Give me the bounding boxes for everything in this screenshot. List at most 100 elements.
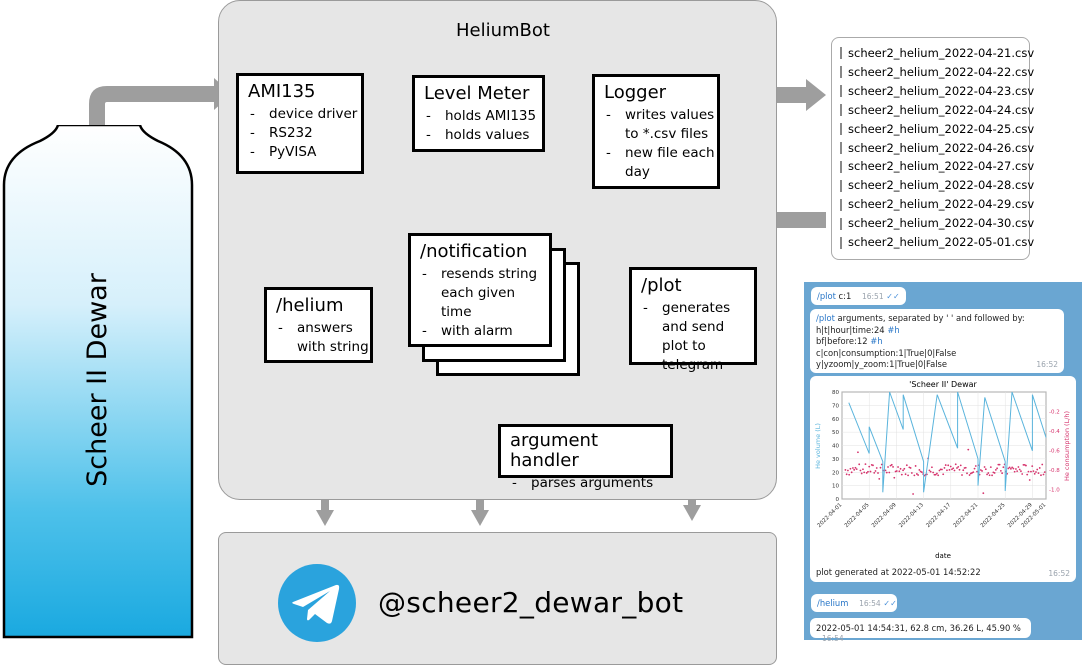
chat-message-plot-c1: /plot c:1 16:51 ✓✓ xyxy=(811,287,906,305)
chat-hashtag[interactable]: #h xyxy=(887,324,900,335)
chart-consumption-point xyxy=(989,466,992,469)
logger-item: writes values to *.csv files xyxy=(604,106,717,144)
argument-handler-box: argument handler parses arguments xyxy=(498,424,673,493)
chart-consumption-point xyxy=(884,469,887,472)
chart-consumption-point xyxy=(928,469,931,472)
chart-consumption-point xyxy=(900,473,903,476)
csv-file-row: scheer2_helium_2022-04-21.csv xyxy=(840,44,1034,63)
chart-consumption-point xyxy=(915,473,918,475)
chart-consumption-point xyxy=(897,466,899,468)
heliumbot-title: HeliumBot xyxy=(456,20,550,41)
csv-file-name: scheer2_helium_2022-04-24.csv xyxy=(848,102,1035,117)
chart-consumption-point xyxy=(887,466,889,468)
chart-consumption-point xyxy=(910,472,913,474)
chart-consumption-point xyxy=(967,448,970,451)
chart-ytick-label: 0 xyxy=(836,497,840,503)
file-icon xyxy=(840,141,842,154)
chart-consumption-point xyxy=(858,463,861,466)
file-icon xyxy=(840,47,842,60)
chart-consumption-point xyxy=(920,471,923,474)
chart-consumption-point xyxy=(857,451,859,454)
chart-consumption-point xyxy=(865,472,868,474)
chart-ytick-label: 80 xyxy=(832,390,839,396)
chart-consumption-point xyxy=(1036,468,1039,471)
chart-consumption-point xyxy=(853,468,856,471)
chart-consumption-point xyxy=(1032,470,1035,473)
chart-y2tick-label: -0.8 xyxy=(1049,468,1060,474)
notification-command-item: with alarm xyxy=(420,322,549,341)
chat-reply-text: 2022-05-01 14:54:31, 62.8 cm, 36.26 L, 4… xyxy=(816,623,1021,633)
chat-command-link[interactable]: /helium xyxy=(817,598,849,608)
chart-consumption-point xyxy=(850,471,853,474)
chart-consumption-point xyxy=(931,466,933,469)
chart-consumption-point xyxy=(879,466,882,469)
chart-xtick-label: 2022-04-25 xyxy=(980,502,1007,529)
chart-consumption-point xyxy=(1020,470,1022,473)
chart-consumption-point xyxy=(946,469,948,472)
helium-level-chart[interactable]: 'Scheer II' Dewar He volume (L) He consu… xyxy=(810,376,1076,562)
file-icon xyxy=(840,236,842,249)
chat-help-line: bf|before:12 xyxy=(816,336,868,346)
chart-consumption-point xyxy=(1040,474,1042,477)
chart-consumption-point xyxy=(1042,473,1045,476)
chart-xlabel: date xyxy=(935,552,951,560)
telegram-bot-handle: @scheer2_dewar_bot xyxy=(378,586,684,619)
dewar-cylinder: Scheer II Dewar xyxy=(0,125,196,640)
chart-consumption-point xyxy=(959,464,962,467)
chat-command-link[interactable]: /plot xyxy=(816,313,835,323)
logger-box: Logger writes values to *.csv files new … xyxy=(592,74,720,189)
chart-consumption-point xyxy=(1015,468,1017,470)
level-meter-box: Level Meter holds AMI135 holds values xyxy=(412,75,545,152)
chart-consumption-point xyxy=(869,470,872,473)
chart-consumption-point xyxy=(952,467,955,470)
chart-consumption-point xyxy=(875,467,878,469)
chart-consumption-point xyxy=(998,463,1001,466)
chat-command-args: c:1 xyxy=(838,291,852,301)
csv-file-name: scheer2_helium_2022-05-01.csv xyxy=(848,235,1035,250)
csv-file-row: scheer2_helium_2022-04-27.csv xyxy=(840,157,1034,176)
ami135-item: RS232 xyxy=(248,124,361,143)
chart-ylabel: He volume (L) xyxy=(814,423,822,469)
chart-consumption-point xyxy=(862,468,864,471)
chart-consumption-point xyxy=(898,470,901,473)
chart-ytick-label: 20 xyxy=(832,470,839,476)
chart-consumption-point xyxy=(953,469,956,472)
chart-consumption-point xyxy=(993,472,996,474)
plot-command-box: /plot generates and send plot to telegra… xyxy=(629,267,757,373)
chart-consumption-point xyxy=(976,470,978,473)
chart-consumption-point xyxy=(895,470,898,472)
csv-file-name: scheer2_helium_2022-04-27.csv xyxy=(848,159,1035,174)
chart-consumption-point xyxy=(948,468,951,471)
chart-xtick-label: 2022-04-09 xyxy=(871,502,898,529)
chart-consumption-point xyxy=(938,469,941,472)
chart-consumption-point xyxy=(914,465,917,467)
chart-xtick-label: 2022-04-17 xyxy=(925,502,952,529)
ami135-title: AMI135 xyxy=(248,81,316,102)
chart-consumption-point xyxy=(987,472,990,474)
chart-ytick-label: 10 xyxy=(832,484,839,490)
ami135-item: device driver xyxy=(248,105,361,124)
chart-consumption-point xyxy=(874,470,877,472)
chart-consumption-point xyxy=(849,467,852,470)
read-ticks-icon: ✓✓ xyxy=(886,292,900,301)
file-icon xyxy=(840,85,842,98)
chat-command-link[interactable]: /plot xyxy=(817,291,836,301)
chat-hashtag[interactable]: #h xyxy=(870,336,883,346)
helium-command-box: /helium answers with string xyxy=(264,287,373,363)
chart-consumption-point xyxy=(1011,466,1014,469)
chat-message-helium: /helium 16:54 ✓✓ xyxy=(811,594,897,612)
chart-consumption-point xyxy=(1033,472,1036,475)
chart-consumption-point xyxy=(885,471,888,474)
chat-timestamp: 16:54 xyxy=(822,634,844,643)
chart-consumption-point xyxy=(996,467,999,470)
read-ticks-icon: ✓✓ xyxy=(883,599,897,608)
chart-consumption-point xyxy=(878,477,881,480)
chart-consumption-point xyxy=(999,469,1002,472)
plot-caption: plot generated at 2022-05-01 14:52:22 xyxy=(816,567,981,577)
chart-consumption-point xyxy=(852,467,854,469)
file-icon xyxy=(840,160,842,173)
chart-consumption-point xyxy=(1008,466,1011,469)
chart-consumption-point xyxy=(909,467,912,469)
chart-consumption-point xyxy=(904,473,907,476)
chart-consumption-point xyxy=(893,476,896,479)
